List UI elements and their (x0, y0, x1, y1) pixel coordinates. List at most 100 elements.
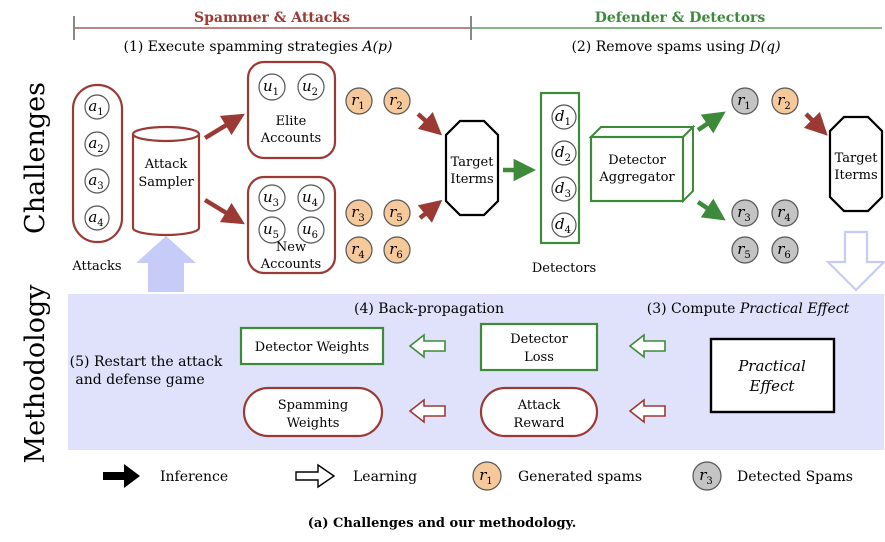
legend-generated-node: r1 (472, 461, 502, 491)
target-left-line2: Iterms (450, 172, 493, 187)
practical-effect-box (709, 337, 836, 414)
methodology-label: Methodology (20, 284, 51, 464)
svg-text:r2: r2 (389, 91, 403, 112)
svg-text:a3: a3 (88, 171, 103, 192)
challenges-label: Challenges (20, 82, 51, 234)
detector-nodes: d1 d2 d3 d4 (551, 104, 577, 238)
attack-reward-line1: Attack (517, 398, 561, 413)
generated-spam: r3 (345, 199, 373, 227)
attacks-label: Attacks (71, 259, 121, 274)
aggregator-line2: Aggregator (598, 170, 675, 185)
detector-weights-label: Detector Weights (255, 340, 369, 355)
target-right-line1: Target (835, 151, 879, 166)
svg-text:d2: d2 (555, 143, 571, 164)
account-node: u6 (297, 216, 325, 244)
svg-text:d3: d3 (555, 179, 571, 200)
legend-detected: Detected Spams (737, 469, 853, 485)
svg-text:u1: u1 (263, 77, 279, 98)
svg-text:r1: r1 (737, 91, 751, 112)
detector-weights-box (239, 326, 385, 366)
step2-label: (2) Remove spams using D(q) (571, 39, 780, 55)
detected-spam: r4 (771, 199, 799, 227)
attack-nodes: a1 a2 a3 a4 (84, 94, 110, 231)
detector-aggregator (588, 124, 696, 204)
account-node: u4 (297, 184, 325, 212)
detector-loss-line1: Detector (510, 332, 568, 347)
attack-node: a2 (84, 131, 110, 157)
generated-spam: r4 (345, 236, 373, 264)
generated-spams: r1 r2 r3 r5 r4 r6 (345, 87, 411, 264)
svg-text:r2: r2 (777, 91, 791, 112)
generated-spam-legend-icon: r1 (472, 461, 502, 491)
svg-text:r6: r6 (389, 240, 403, 261)
elite-line1: Elite (276, 114, 307, 129)
sampler-line1: Attack (144, 157, 188, 172)
detector-loss-line2: Loss (524, 350, 554, 365)
svg-text:u5: u5 (263, 220, 279, 241)
spammer-heading: Spammer & Attacks (194, 10, 350, 26)
detected-spam: r3 (731, 199, 759, 227)
svg-text:u4: u4 (302, 188, 318, 209)
practical-line1: Practical (737, 357, 806, 375)
defender-heading: Defender & Detectors (595, 10, 766, 26)
svg-text:r1: r1 (479, 466, 493, 487)
step5-line2: and defense game (75, 372, 204, 388)
legend-inference: Inference (160, 469, 228, 485)
generated-spam: r6 (383, 236, 411, 264)
attack-node: a3 (84, 168, 110, 194)
target-right-line2: Iterms (834, 168, 877, 183)
step3-label: (3) Compute Practical Effect (647, 301, 850, 317)
svg-text:a2: a2 (88, 134, 103, 155)
detected-spams: r1 r2 r3 r4 r5 r6 (731, 87, 799, 264)
svg-text:r3: r3 (351, 203, 365, 224)
generated-spam: r2 (383, 87, 411, 115)
detectors-label: Detectors (532, 261, 596, 276)
spam-node: r2 (771, 87, 799, 115)
detector-loss-box (479, 322, 599, 372)
caption: (a) Challenges and our methodology. (308, 516, 576, 531)
svg-text:u2: u2 (302, 77, 318, 98)
svg-text:d1: d1 (555, 107, 571, 128)
generated-spam: r5 (383, 199, 411, 227)
target-items-right (828, 115, 884, 213)
elite-line2: Accounts (260, 131, 321, 146)
svg-text:r3: r3 (737, 203, 751, 224)
svg-text:r5: r5 (737, 240, 751, 261)
target-items-left (444, 119, 500, 217)
step1-label: (1) Execute spamming strategies A(p) (124, 39, 393, 55)
learning-legend-icon (295, 463, 336, 489)
backprop-arrows (408, 333, 666, 424)
legend-learning: Learning (353, 469, 417, 485)
legend-generated: Generated spams (518, 469, 642, 485)
svg-text:a4: a4 (88, 208, 103, 229)
detector-node: d1 (551, 104, 577, 130)
generated-spam: r1 (345, 87, 373, 115)
aggregator-line1: Detector (608, 153, 666, 168)
inference-arrows (203, 111, 828, 225)
learning-down-arrow (825, 230, 885, 292)
attack-node: a1 (84, 94, 110, 120)
detector-node: d4 (551, 212, 577, 238)
detected-spam: r6 (771, 236, 799, 264)
svg-text:d4: d4 (555, 215, 571, 236)
attack-reward-line2: Reward (514, 416, 565, 431)
detector-node: d3 (551, 176, 577, 202)
attack-sampler (131, 125, 201, 237)
detected-spam-legend-icon: r3 (692, 461, 722, 491)
step4-label: (4) Back-propagation (354, 301, 504, 317)
spamming-weights-line1: Spamming (278, 398, 348, 413)
attack-reward-box (479, 386, 599, 438)
practical-line2: Effect (749, 377, 796, 395)
svg-text:r4: r4 (777, 203, 791, 224)
spamming-weights-line2: Weights (287, 416, 340, 431)
target-left-line1: Target (451, 155, 495, 170)
elite-nodes: u1 u2 (258, 73, 325, 101)
svg-text:r1: r1 (351, 91, 365, 112)
account-node: u2 (297, 73, 325, 101)
spamming-weights-box (242, 386, 384, 438)
legend-detected-node: r3 (692, 461, 722, 491)
detector-node: d2 (551, 140, 577, 166)
